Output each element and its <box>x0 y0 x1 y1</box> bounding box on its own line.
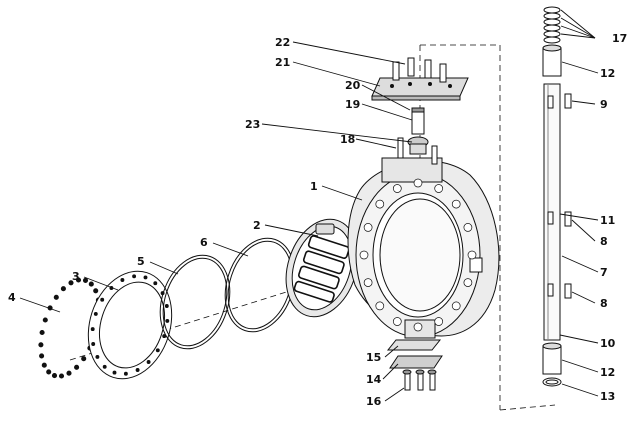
callout-19: 19 <box>345 98 360 111</box>
callout-20: 20 <box>345 79 361 92</box>
seal-ring <box>159 254 231 350</box>
callout-16: 16 <box>366 395 382 408</box>
stem-components <box>397 107 438 165</box>
callout-14: 14 <box>366 373 382 386</box>
callout-1: 1 <box>310 180 318 193</box>
callout-3: 3 <box>72 270 80 283</box>
callout-23: 23 <box>245 118 260 131</box>
leader-lines <box>19 9 599 402</box>
callout-labels: 1 2 6 5 3 4 7 8 8 9 10 11 12 12 13 14 15… <box>8 32 627 408</box>
callout-15: 15 <box>366 351 381 364</box>
callout-22: 22 <box>275 36 290 49</box>
callout-12-upper: 12 <box>600 67 615 80</box>
valve-disc <box>285 218 359 318</box>
callout-12-lower: 12 <box>600 366 615 379</box>
callout-4: 4 <box>8 291 16 304</box>
callout-7: 7 <box>600 266 608 279</box>
callout-8-upper: 8 <box>600 235 608 248</box>
callout-8-lower: 8 <box>600 297 608 310</box>
top-plate <box>371 77 469 101</box>
callout-9: 9 <box>600 98 608 111</box>
callout-2: 2 <box>253 219 261 232</box>
shaft-assembly <box>542 6 572 387</box>
callout-10: 10 <box>600 337 616 350</box>
callout-18: 18 <box>340 133 355 146</box>
callout-5: 5 <box>137 255 145 268</box>
valve-body <box>347 157 500 339</box>
callout-6: 6 <box>200 236 208 249</box>
bottom-components <box>386 339 443 391</box>
callout-21: 21 <box>275 56 290 69</box>
callout-17: 17 <box>612 32 627 45</box>
flange-ring <box>87 270 173 380</box>
callout-13: 13 <box>600 390 615 403</box>
callout-11: 11 <box>600 214 615 227</box>
top-bolts <box>392 57 447 83</box>
